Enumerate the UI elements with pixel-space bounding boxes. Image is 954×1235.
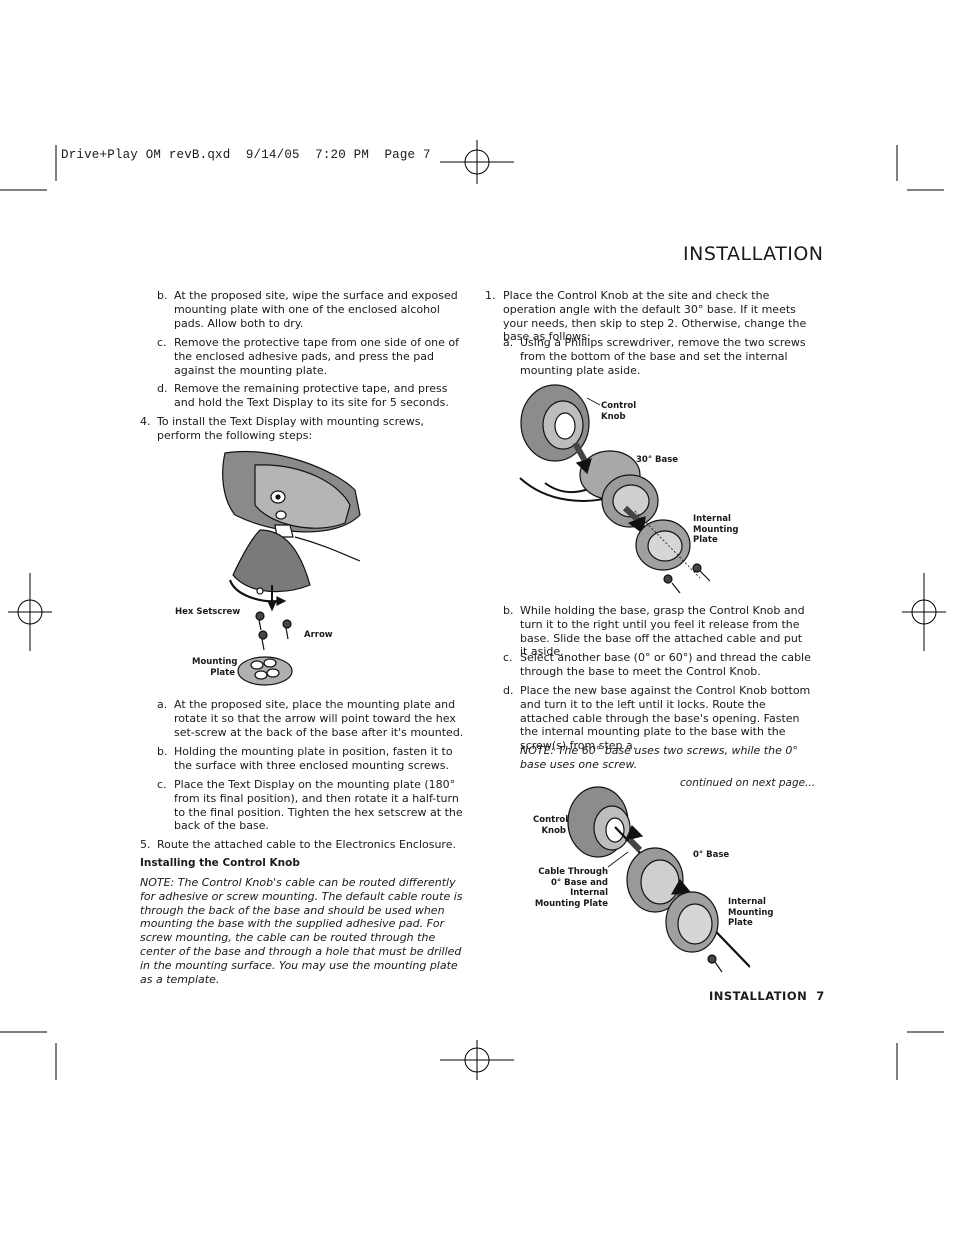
list-marker: b. [503,604,514,617]
label-line: Control [533,815,569,825]
list-text: At the proposed site, place the mounting… [174,698,464,739]
list-marker: c. [157,778,167,791]
label-line: Plate [728,918,753,928]
label-line: Plate [210,667,235,678]
label-line: 0° Base and Internal [551,877,608,899]
list-item: c. Place the Text Display on the mountin… [157,778,467,833]
list-text: Holding the mounting plate in position, … [174,745,453,772]
list-item: d. Remove the remaining protective tape,… [157,382,467,410]
list-marker: a. [157,698,168,711]
list-item: a. At the proposed site, place the mount… [157,698,467,739]
control-knob-0-base-illustration [567,786,750,973]
label-internal-mounting-plate: Internal Mounting Plate [728,897,774,929]
list-item: c. Remove the protective tape from one s… [157,336,467,377]
list-marker: 5. [140,838,151,851]
list-marker: d. [157,382,168,395]
label-line: Mounting [728,907,774,918]
file-slug: Drive+Play OM revB.qxd 9/14/05 7:20 PM P… [61,148,431,162]
page-title: INSTALLATION [683,243,824,265]
note-paragraph: NOTE: The 60° base uses two screws, whil… [520,744,798,771]
list-text: Place the Control Knob at the site and c… [503,289,807,344]
list-text: At the proposed site, wipe the surface a… [174,289,458,330]
list-marker: a. [503,336,514,349]
control-knob-30-base-illustration [519,384,711,594]
list-item: b. Holding the mounting plate in positio… [157,745,467,773]
label-line: Knob [541,825,566,836]
list-item: 5. Route the attached cable to the Elect… [140,838,466,852]
label-line: Mounting [192,657,238,667]
list-text: Select another base (0° or 60°) and thre… [520,651,811,678]
label-0-base: 0° Base [693,850,730,860]
continued-note: continued on next page... [680,777,816,789]
label-control-knob: Control Knob [601,401,636,422]
label-line: Control [601,401,637,411]
label-control-knob: Control Knob [533,815,569,836]
text-display-mounting-illustration [222,450,361,686]
list-item: 1. Place the Control Knob at the site an… [485,289,811,344]
label-cable-through: Cable Through 0° Base and Internal Mount… [518,867,608,909]
list-marker: b. [157,745,168,758]
list-item: c. Select another base (0° or 60°) and t… [503,651,812,679]
list-text: Place the new base against the Control K… [520,684,811,753]
label-line: Mounting Plate [534,898,608,909]
list-text: Remove the protective tape from one side… [174,336,460,377]
section-heading: Installing the Control Knob [140,857,300,869]
list-marker: 4. [140,415,151,428]
list-text: Place the Text Display on the mounting p… [174,778,463,833]
label-line: Mounting [693,524,739,535]
label-line: Internal [728,897,766,907]
label-line: Knob [601,411,626,422]
list-text: While holding the base, grasp the Contro… [520,604,805,659]
label-mounting-plate: Mounting Plate [192,657,238,678]
list-item: a. Using a Phillips screwdriver, remove … [503,336,812,377]
list-item: 4. To install the Text Display with moun… [140,415,466,443]
list-item: b. At the proposed site, wipe the surfac… [157,289,467,330]
label-internal-mounting-plate: Internal Mounting Plate [693,514,739,546]
list-item: b. While holding the base, grasp the Con… [503,604,812,659]
label-30-base: 30° Base [636,455,679,465]
list-text: Using a Phillips screwdriver, remove the… [520,336,806,377]
label-line: Internal [693,514,731,524]
list-marker: d. [503,684,514,697]
note-paragraph: NOTE: The Control Knob's cable can be ro… [140,876,463,986]
list-marker: 1. [485,289,496,302]
list-text: To install the Text Display with mountin… [157,415,424,442]
label-hex-setscrew: Hex Setscrew [175,607,241,617]
label-line: Plate [693,535,718,545]
list-text: Remove the remaining protective tape, an… [174,382,449,409]
list-item: d. Place the new base against the Contro… [503,684,812,753]
list-marker: b. [157,289,168,302]
page-footer: INSTALLATION 7 [709,989,825,1003]
list-text: Route the attached cable to the Electron… [157,838,456,851]
list-marker: c. [157,336,167,349]
label-arrow: Arrow [304,630,333,640]
label-line: Cable Through [538,867,608,877]
list-marker: c. [503,651,513,664]
